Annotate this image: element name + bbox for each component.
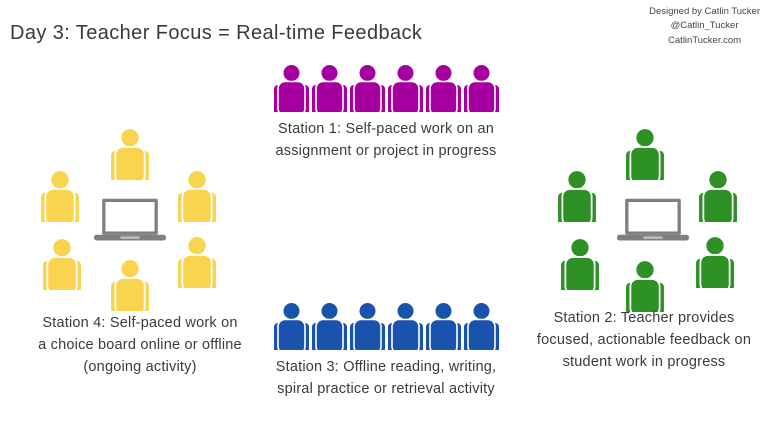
person-icon — [425, 64, 462, 112]
station-4-people — [20, 126, 240, 318]
station-2-people — [535, 126, 763, 318]
station-1-people — [260, 64, 512, 112]
person-icon — [698, 170, 738, 222]
page-title: Day 3: Teacher Focus = Real-time Feedbac… — [10, 22, 423, 44]
person-icon — [40, 170, 80, 222]
person-icon — [625, 260, 665, 312]
person-icon — [560, 238, 600, 290]
person-icon — [349, 302, 386, 350]
station-3-people — [260, 302, 512, 350]
person-icon — [349, 64, 386, 112]
person-icon — [273, 302, 310, 350]
person-icon — [625, 128, 665, 180]
person-icon — [463, 302, 500, 350]
person-icon — [273, 64, 310, 112]
station-2-caption: Station 2: Teacher provides focused, act… — [536, 310, 752, 370]
person-icon — [463, 64, 500, 112]
person-icon — [177, 170, 217, 222]
person-icon — [387, 302, 424, 350]
station-1-group: Station 1: Self-paced work on an assignm… — [260, 64, 512, 163]
person-icon — [311, 302, 348, 350]
station-3-caption: Station 3: Offline reading, writing, spi… — [275, 359, 497, 397]
person-icon — [695, 236, 735, 288]
station-1-caption: Station 1: Self-paced work on an assignm… — [275, 121, 497, 159]
person-icon — [425, 302, 462, 350]
person-icon — [42, 238, 82, 290]
person-icon — [110, 128, 150, 180]
person-icon — [110, 259, 150, 311]
person-icon — [387, 64, 424, 112]
person-icon — [177, 236, 217, 288]
designer-credit: Designed by Catlin Tucker @Catlin_Tucker… — [649, 6, 760, 46]
person-icon — [557, 170, 597, 222]
laptop-icon — [617, 198, 689, 242]
person-icon — [311, 64, 348, 112]
station-3-group: Station 3: Offline reading, writing, spi… — [260, 302, 512, 401]
laptop-icon — [94, 198, 166, 242]
station-4-caption: Station 4: Self-paced work on a choice b… — [38, 315, 242, 375]
